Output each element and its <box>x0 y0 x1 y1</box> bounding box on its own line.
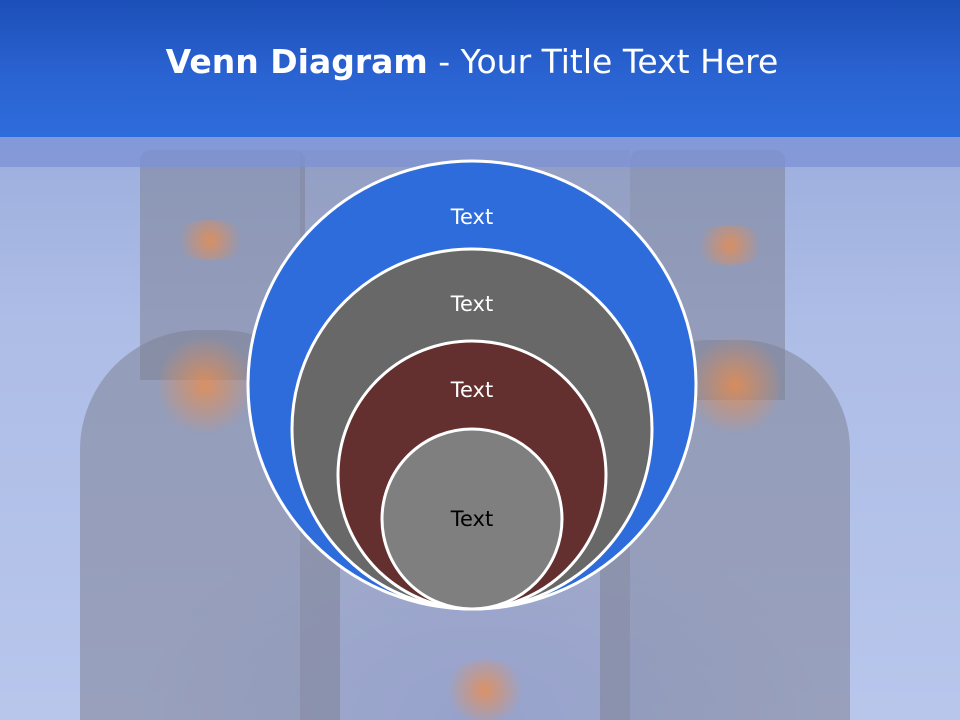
venn-circle-1-label[interactable]: Text <box>450 205 494 229</box>
bottle-glow <box>160 330 250 440</box>
bottle-glow <box>170 220 250 260</box>
bottle-glow <box>690 225 770 265</box>
title-bar <box>0 0 960 137</box>
venn-circle-3-label[interactable]: Text <box>450 378 494 402</box>
slide-title[interactable]: Venn Diagram - Your Title Text Here <box>0 40 944 84</box>
venn-circle-4[interactable] <box>380 427 564 611</box>
slide-title-rest: - Your Title Text Here <box>427 42 779 81</box>
venn-circle-2-label[interactable]: Text <box>450 292 494 316</box>
bottle-glow <box>440 660 530 720</box>
slide-title-bold: Venn Diagram <box>165 42 428 81</box>
bottle-glow <box>690 330 780 440</box>
venn-circle-4-label[interactable]: Text <box>450 507 494 531</box>
